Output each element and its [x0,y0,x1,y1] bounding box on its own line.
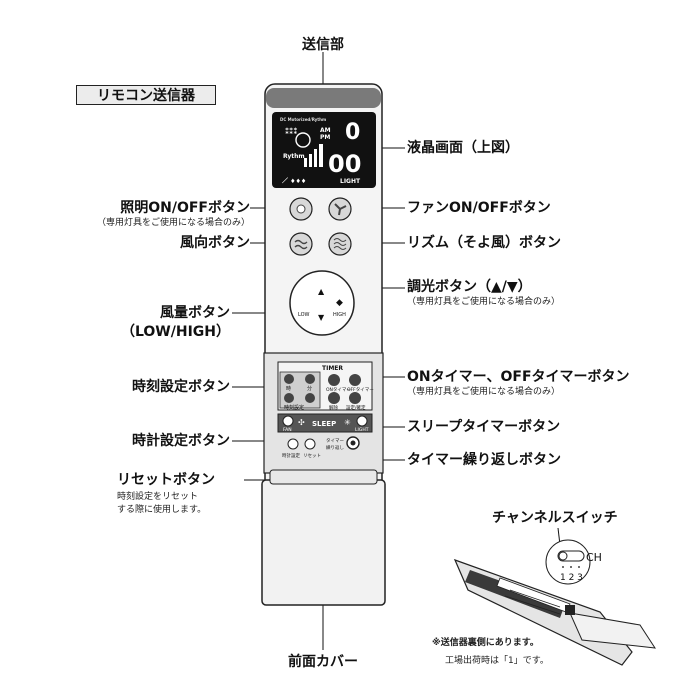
fan-icon [334,203,347,216]
cancel-label: 解除 [329,404,338,411]
clock-set-button[interactable] [287,438,299,450]
remote-back-illustration [453,558,656,666]
light-onoff-button[interactable] [289,197,313,221]
off-timer-label: OFFタイマー [347,386,374,393]
hour-down-button[interactable] [284,393,294,403]
fan-symbol-icon [295,132,311,148]
timer-repeat-label-2: 繰り返し [326,444,344,451]
label-timer-note: （専用灯具をご使用になる場合のみ） [407,387,561,397]
label-channel-note-1: ※送信器裏側にあります。 [432,638,539,648]
set-confirm-button[interactable] [349,392,361,404]
lower-panel: TIMER [263,352,384,474]
label-direction-button: 風向ボタン [180,235,250,251]
lcd-screen: DC Motorized/Rythm ⁑⁑⁑ Rythm AM PM 0 00 … [272,112,376,188]
label-dimmer-button: 調光ボタン（▲/▼） [407,279,532,295]
label-front-cover: 前面カバー [288,654,358,670]
section-title: リモコン送信器 [76,85,216,105]
channel-ch-label: CH [586,551,602,564]
lcd-level-bars [304,144,323,167]
channel-positions: 1 2 3 [560,573,583,583]
off-timer-button[interactable] [349,374,361,386]
on-timer-button[interactable] [328,374,340,386]
label-airflow-sub: （LOW/HIGH） [120,324,230,340]
dimmer-down-icon[interactable]: ▼ [318,313,325,322]
fan-symbol-text: ⁑⁑⁑ [285,126,298,136]
high-diamond-icon: ◆ [336,298,343,308]
hour-label: 時 [286,386,291,392]
lcd-am: AM [320,127,331,134]
minute-down-button[interactable] [305,393,315,403]
minute-label: 分 [307,385,312,392]
wind-icon [294,239,308,250]
label-channel-note-2: 工場出荷時は「1」です。 [445,656,549,666]
sleep-strip [277,413,373,433]
high-label[interactable]: HIGH [333,312,346,318]
clock-set-label: 時計設定 [282,452,300,459]
lcd-drop-icons: ／ ♦♦♦ [282,177,306,185]
label-light-button: 照明ON/OFFボタン [120,200,250,216]
lcd-rhythm: Rythm [283,153,305,160]
label-clock-adjust-button: 時計設定ボタン [132,433,230,449]
label-clock-set-button: 時刻設定ボタン [132,379,230,395]
ir-window [266,88,381,108]
cancel-button[interactable] [328,392,340,404]
label-timer-buttons: ONタイマー、OFFタイマーボタン [407,369,630,385]
fan-small-icon: ✣ [298,418,305,427]
fan-onoff-button[interactable] [328,197,352,221]
label-lcd: 液晶画面（上図） [407,140,519,156]
label-airflow-button: 風量ボタン [160,305,230,321]
fan-strip-button[interactable] [282,415,294,427]
time-set-label: 時刻設定 [284,404,304,411]
light-small-icon: ✳ [344,418,351,427]
rhythm-button[interactable] [328,232,352,256]
direction-button[interactable] [289,232,313,256]
lcd-bottom-digits: 00 [328,150,361,178]
fan-strip-label: FAN [283,427,292,433]
sleep-label: SLEEP [312,420,336,428]
label-dimmer-note: （専用灯具をご使用になる場合のみ） [407,297,561,307]
reset-label: リセット [303,453,321,459]
airflow-dial[interactable]: ▲ ▼ ◆ LOW HIGH [289,270,355,336]
channel-switch-detail: CH 1 2 3 [545,539,602,585]
label-light-button-note: （専用灯具をご使用になる場合のみ） [96,218,250,228]
label-fan-button: ファンON/OFFボタン [407,200,551,216]
label-reset-note-2: する際に使用します。 [117,505,207,515]
timer-repeat-button[interactable] [346,436,360,450]
dimmer-up-icon[interactable]: ▲ [318,287,325,296]
reset-button[interactable] [304,438,316,450]
label-rhythm-button: リズム（そよ風）ボタン [407,235,561,251]
lcd-top-digit: 0 [345,120,360,145]
breeze-icon [333,238,347,250]
sun-icon [296,204,306,214]
set-confirm-label: 設定/確定 [346,404,366,411]
hour-up-button[interactable] [284,374,294,384]
timer-header: TIMER [322,365,343,372]
light-strip-button[interactable] [356,415,368,427]
timer-repeat-label-1: タイマー [326,437,344,444]
light-strip-label: LIGHT [355,427,369,433]
minute-up-button[interactable] [305,374,315,384]
lcd-pm: PM [320,134,330,141]
label-reset-button: リセットボタン [117,472,215,488]
front-cover[interactable] [261,469,386,606]
label-transmitter: 送信部 [302,37,344,53]
brand-text: DC Motorized/Rythm [280,117,326,122]
label-sleep-timer-button: スリープタイマーボタン [407,419,561,435]
label-channel-switch: チャンネルスイッチ [492,510,618,526]
label-reset-note-1: 時刻設定をリセット [117,492,199,502]
lcd-light: LIGHT [340,178,361,185]
low-label[interactable]: LOW [298,312,310,318]
on-timer-label: ONタイマー [326,386,351,393]
label-timer-repeat-button: タイマー繰り返しボタン [407,452,561,468]
